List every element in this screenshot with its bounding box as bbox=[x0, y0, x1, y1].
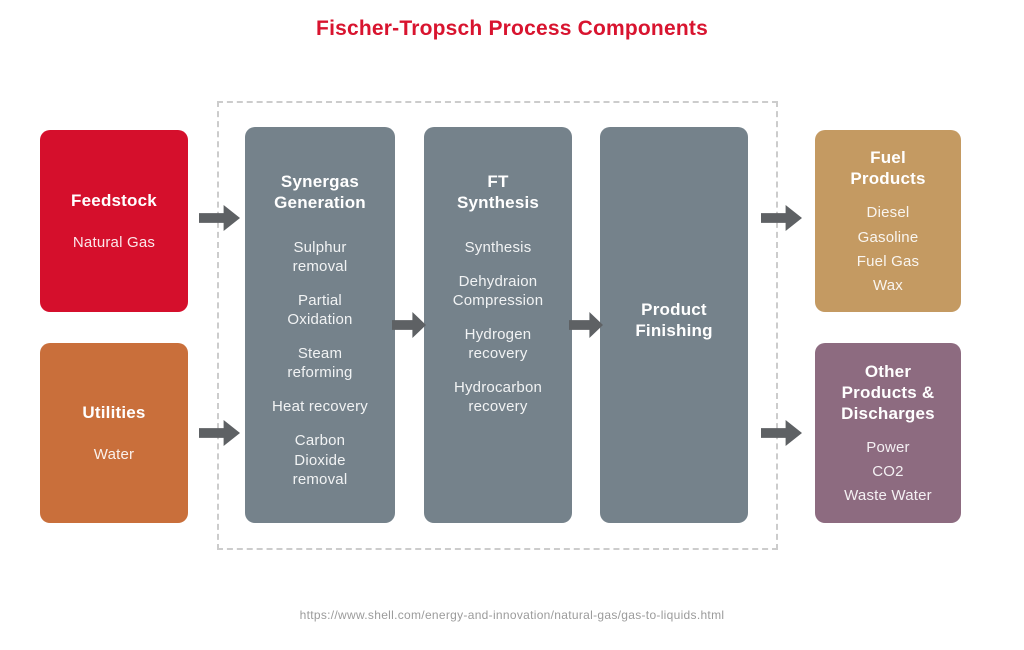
box-item: Synthesis bbox=[464, 239, 532, 257]
arrow-feedstock-to-process-icon bbox=[199, 205, 240, 231]
box-title: Product Finishing bbox=[635, 299, 713, 340]
arrow-utilities-to-process-icon bbox=[199, 420, 240, 446]
box-title: Fuel Products bbox=[850, 148, 926, 189]
arrow-process-to-fuel-products-icon bbox=[761, 205, 802, 231]
box-item: Natural Gas bbox=[72, 234, 156, 252]
box-item: Carbon Dioxide removal bbox=[292, 432, 348, 488]
box-item: Dehydraion Compression bbox=[452, 273, 544, 310]
box-item: Hydrogen recovery bbox=[464, 326, 532, 363]
box-item: Heat recovery bbox=[272, 398, 368, 416]
process-boundary-frame bbox=[217, 101, 778, 550]
box-title: FT Synthesis bbox=[456, 172, 540, 213]
page-title: Fischer-Tropsch Process Components bbox=[316, 17, 708, 40]
box-item: Fuel Gas bbox=[856, 252, 920, 270]
other-products-discharges-box: Other Products & Discharges Power CO2 Wa… bbox=[815, 343, 961, 523]
synergas-generation-box: Synergas Generation Sulphur removal Part… bbox=[245, 127, 395, 523]
box-title: Synergas Generation bbox=[274, 172, 366, 213]
box-item: Gasoline bbox=[857, 228, 919, 246]
box-item: Hydrocarbon recovery bbox=[453, 379, 543, 416]
arrow-process-to-other-products-icon bbox=[761, 420, 802, 446]
box-item: Steam reforming bbox=[287, 345, 353, 382]
utilities-box: Utilities Water bbox=[40, 343, 188, 523]
feedstock-box: Feedstock Natural Gas bbox=[40, 130, 188, 312]
source-url: https://www.shell.com/energy-and-innovat… bbox=[299, 608, 725, 622]
box-item: Waste Water bbox=[844, 487, 932, 505]
ft-synthesis-box: FT Synthesis Synthesis Dehydraion Compre… bbox=[424, 127, 572, 523]
fuel-products-box: Fuel Products Diesel Gasoline Fuel Gas W… bbox=[815, 130, 961, 312]
box-item: Wax bbox=[872, 276, 904, 294]
box-item: Water bbox=[93, 446, 135, 464]
box-title: Other Products & Discharges bbox=[841, 361, 935, 423]
arrow-ft-to-product-icon bbox=[569, 312, 603, 338]
box-item: Diesel bbox=[866, 204, 910, 222]
box-item: Partial Oxidation bbox=[287, 292, 353, 329]
arrow-synergas-to-ft-icon bbox=[392, 312, 426, 338]
box-title: Utilities bbox=[82, 402, 146, 422]
box-item: Sulphur removal bbox=[292, 239, 348, 276]
box-item: Power bbox=[866, 439, 910, 457]
box-title: Feedstock bbox=[71, 190, 157, 210]
box-item: CO2 bbox=[872, 463, 904, 481]
product-finishing-box: Product Finishing bbox=[600, 127, 748, 523]
